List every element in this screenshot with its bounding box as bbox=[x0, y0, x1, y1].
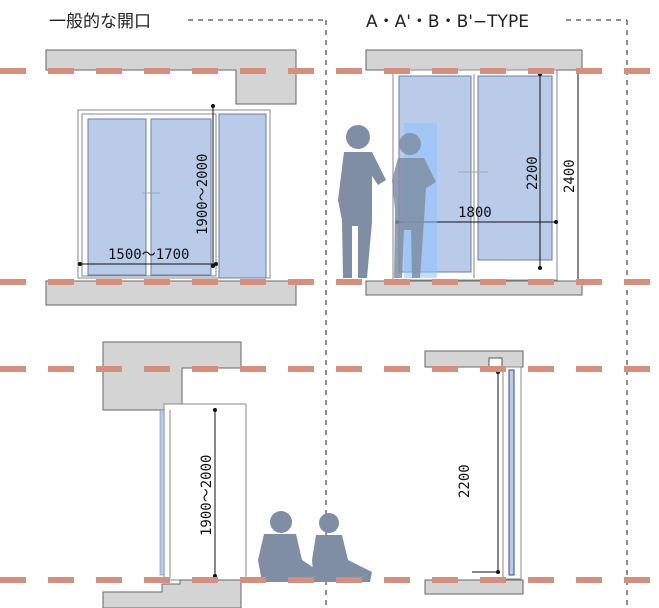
person-silhouette bbox=[392, 123, 437, 278]
heading-type: A・A'・B・B'−TYPE bbox=[366, 12, 529, 32]
window-frame bbox=[77, 109, 271, 279]
glass-panel bbox=[218, 113, 267, 279]
sash-frame bbox=[502, 366, 522, 580]
ceiling-slab-section bbox=[424, 350, 524, 368]
glass-panel bbox=[150, 118, 212, 276]
window-frame-inner bbox=[81, 113, 217, 277]
dimension-tick bbox=[211, 104, 215, 108]
guide-lines bbox=[188, 19, 628, 608]
dimension-tick bbox=[211, 264, 215, 268]
glass-edge bbox=[508, 369, 515, 576]
heading-general-opening: 一般的な開口 bbox=[49, 12, 151, 32]
ceiling-slab bbox=[365, 49, 583, 71]
ceiling-slab-section bbox=[102, 341, 242, 411]
height-dimension-label: 1900〜2000 bbox=[195, 154, 211, 235]
seated-person-silhouette bbox=[258, 511, 320, 582]
section-height-label: 1900〜2000 bbox=[199, 455, 215, 536]
dimension-tick bbox=[214, 262, 218, 266]
glass-panel bbox=[87, 118, 147, 276]
floor-slab-section bbox=[102, 579, 242, 608]
floor-slab-section bbox=[424, 579, 524, 595]
window-frame bbox=[392, 69, 558, 281]
type-opening-section: 2200 bbox=[424, 350, 524, 595]
dimension-tick bbox=[538, 266, 542, 270]
dimension-tick bbox=[78, 262, 82, 266]
general-opening-section: 1900〜2000 bbox=[102, 341, 372, 608]
ceiling-dimension-label: 2400 bbox=[562, 159, 578, 193]
ceiling-slab bbox=[45, 49, 297, 105]
type-opening-elevation: 2200 2400 1800 bbox=[338, 49, 583, 296]
glass-edge bbox=[159, 409, 165, 576]
datum-lines bbox=[0, 68, 659, 583]
dimension-tick bbox=[213, 408, 217, 412]
section-height-label: 2200 bbox=[457, 464, 473, 498]
seated-person-silhouette bbox=[312, 513, 372, 582]
person-silhouette bbox=[338, 125, 386, 278]
width-dimension-label: 1500〜1700 bbox=[108, 247, 189, 263]
width-dimension-label: 1800 bbox=[458, 205, 492, 221]
dimension-tick bbox=[554, 220, 558, 224]
height-dimension-label: 2200 bbox=[525, 156, 541, 190]
general-opening-elevation: 1900〜2000 1500〜1700 bbox=[45, 49, 297, 306]
